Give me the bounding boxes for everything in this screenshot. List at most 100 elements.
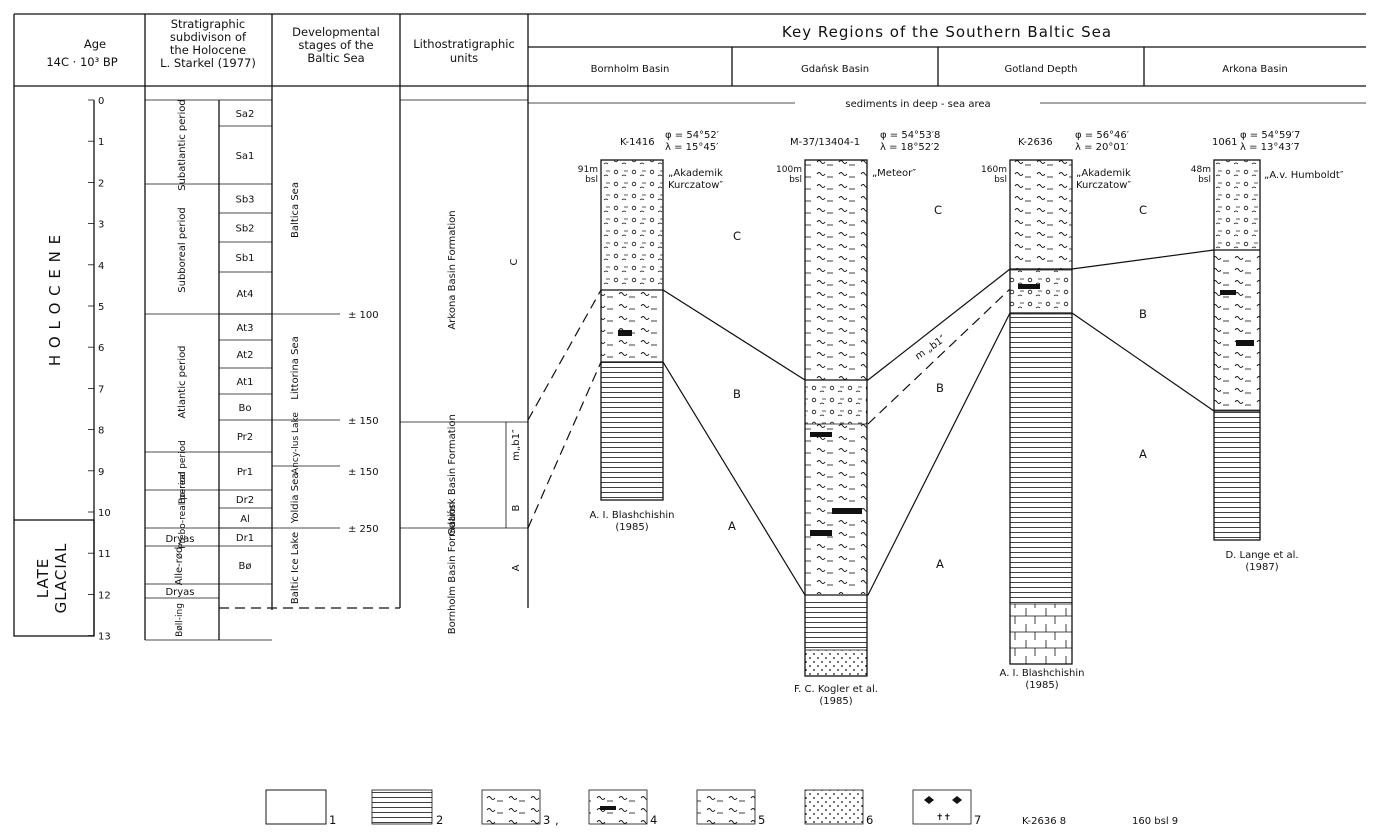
stage-ancylus: Ancy-lus Lake (291, 412, 301, 474)
strat-header-3: the Holocene (170, 43, 246, 57)
legend-7-marks: ✝✝ (936, 813, 951, 823)
subperiod-dr2: Dr2 (236, 495, 254, 506)
core-1-ship-1: „Akademik (668, 168, 723, 179)
legend-3: 3 (543, 813, 550, 827)
core-k1416 (601, 160, 663, 500)
region-gdansk: Gdańsk Basin (801, 63, 869, 75)
late-period-dryas-young: Dryas (165, 534, 194, 545)
stage-baltica: Baltica Sea (290, 182, 301, 238)
age-tick-label: 8 (98, 426, 104, 437)
formation-letter-b: B (511, 504, 522, 511)
late-period-allerod: Alle-rød (174, 547, 185, 586)
subperiod-sb3: Sb3 (235, 195, 254, 206)
subperiod-al: Al (240, 514, 250, 525)
subperiod-sb1: Sb1 (235, 253, 254, 264)
age-tick-label: 0 (98, 96, 104, 107)
period-column: Subatlantic period Subboreal period Atla… (145, 86, 272, 640)
subperiod-pr1: Pr1 (237, 467, 253, 478)
core-1-phi: φ = 54°52′ (665, 130, 720, 141)
core-3-id: K-2636 (1018, 137, 1053, 148)
sediments-note: sediments in deep - sea area (528, 99, 1366, 110)
unit-c-2: C (934, 203, 942, 217)
late-label: LATE (34, 558, 52, 598)
subperiod-at2: At2 (237, 350, 254, 361)
stage-yoldia: Yoldia Sea (290, 473, 301, 525)
age-unit: 14C · 10³ BP (46, 55, 117, 69)
age-tick-label: 2 (98, 178, 104, 189)
age-tick-label: 9 (98, 467, 104, 478)
late-glacial-box: LATE GLACIAL (14, 520, 94, 636)
core-4-ship: „A.v. Humboldt″ (1264, 170, 1344, 181)
stage-baltic-ice: Baltic Ice Lake (290, 532, 301, 604)
core-4-bsl: bsl (1198, 175, 1211, 185)
stage-age-2: ± 150 (348, 416, 379, 427)
legend-2: 2 (436, 813, 443, 827)
subperiod-at3: At3 (237, 323, 254, 334)
unit-letters: C B A C B A C B A (728, 203, 1147, 571)
core-3-bsl: bsl (994, 175, 1007, 185)
subperiod-sb2: Sb2 (235, 224, 254, 235)
subperiod-bo: Bo (239, 403, 252, 414)
core-1061 (1214, 160, 1260, 540)
core-3-phi: φ = 56°46′ (1075, 130, 1130, 141)
subperiod-at1: At1 (237, 377, 254, 388)
header-table: Age 14C · 10³ BP Stratigraphic subdiviso… (14, 14, 1366, 86)
core-2-year: (1985) (819, 696, 852, 707)
core-1-depth: 91m (578, 165, 598, 175)
core-3-lam: λ = 20°01′ (1075, 142, 1129, 153)
subperiod-at4: At4 (237, 289, 254, 300)
legend-8: K-2636 8 (1022, 816, 1066, 827)
core-4-ref: D. Lange et al. (1225, 550, 1298, 561)
subperiod-bø: Bø (239, 561, 252, 572)
formation-arkona: Arkona Basin Formation (447, 210, 458, 329)
subperiod-sa1: Sa1 (236, 151, 255, 162)
age-tick-label: 12 (98, 590, 111, 601)
age-tick-label: 5 (98, 302, 104, 313)
unit-c-3: C (1139, 203, 1147, 217)
core-1-ref: A. I. Blashchishin (590, 510, 675, 521)
age-tick-label: 6 (98, 343, 104, 354)
age-tick-label: 7 (98, 384, 104, 395)
unit-a-2: A (936, 557, 944, 571)
late-period-bolling: Bøll-ing (175, 603, 185, 637)
legend-7: 7 (974, 813, 981, 827)
age-tick-label: 4 (98, 261, 104, 272)
litho-header-1: Lithostratigraphic (413, 37, 515, 51)
core-4-phi: φ = 54°59′7 (1240, 130, 1300, 141)
formation-sub-mb1: m„b1″ (511, 429, 522, 461)
age-tick-label: 11 (98, 549, 111, 560)
dev-header-2: stages of the (298, 38, 373, 52)
legend-6: 6 (866, 813, 873, 827)
stage-column: Baltica Sea Littorina Sea Ancy-lus Lake … (219, 182, 400, 608)
core-3-depth: 160m (981, 165, 1007, 175)
unit-a-3: A (1139, 447, 1147, 461)
region-bornholm: Bornholm Basin (591, 64, 670, 75)
age-header: Age (84, 37, 106, 51)
core-1-lam: λ = 15°45′ (665, 142, 719, 153)
unit-b-3: B (1139, 307, 1147, 321)
subperiod-sa2: Sa2 (236, 109, 255, 120)
dev-header-3: Baltic Sea (307, 51, 364, 65)
core-4-id: 1061 (1212, 137, 1237, 148)
core-k2636 (1010, 160, 1072, 664)
core-1-ship-2: Kurczatow″ (668, 180, 723, 191)
glacial-label: GLACIAL (52, 543, 70, 614)
strat-header-4: L. Starkel (1977) (160, 56, 256, 70)
region-gotland: Gotland Depth (1004, 64, 1077, 75)
dev-header-1: Developmental (292, 25, 380, 39)
strat-header-1: Stratigraphic (171, 17, 245, 31)
litho-header-2: units (450, 51, 478, 65)
age-tick-label: 10 (98, 508, 111, 519)
period-subatlantic: Subatlantic period (177, 99, 188, 191)
age-tick-label: 1 (98, 137, 104, 148)
unit-c-1: C (733, 229, 741, 243)
core-2-depth: 100m (776, 165, 802, 175)
core-2-ship: „Meteor″ (872, 168, 916, 179)
strat-header-2: subdivison of (170, 30, 247, 44)
core-2-phi: φ = 54°53′8 (880, 130, 940, 141)
stage-age-1: ± 100 (348, 310, 379, 321)
core-2-lam: λ = 18°52′2 (880, 142, 940, 153)
stage-age-4: ± 250 (348, 524, 379, 535)
core-2-id: M-37/13404-1 (790, 137, 860, 148)
legend-5: 5 (758, 813, 765, 827)
